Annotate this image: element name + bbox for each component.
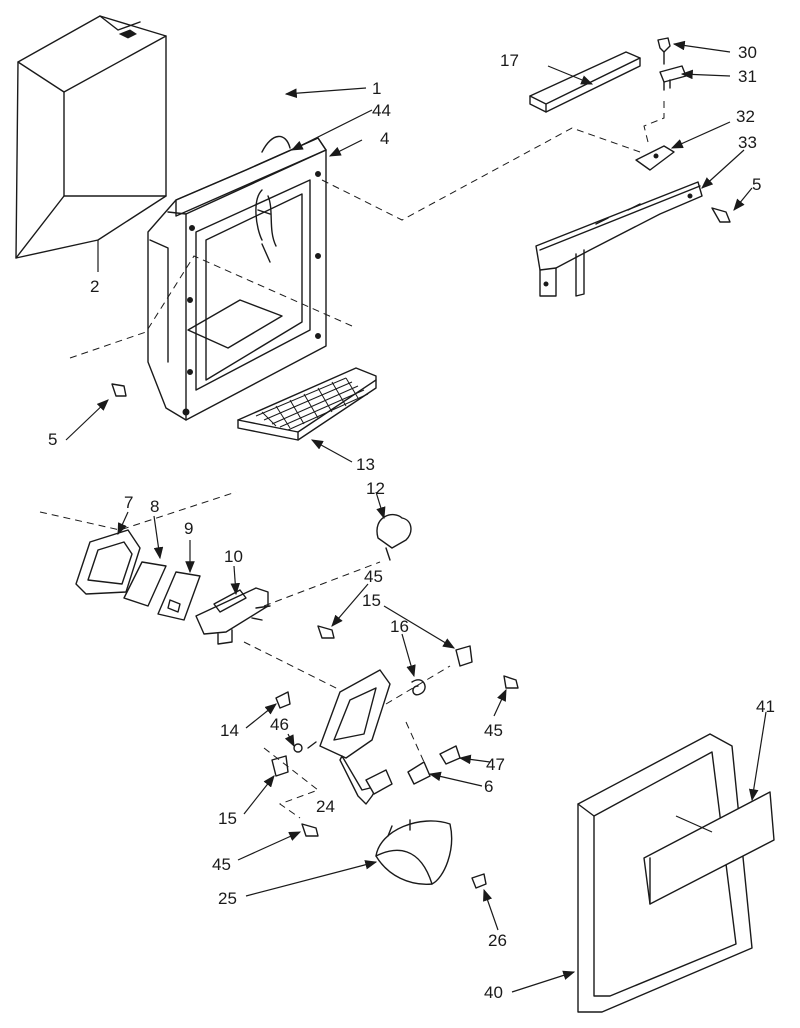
part-label-41: [643, 791, 775, 905]
part-cap-47: [439, 745, 461, 765]
callout-44: 44: [372, 101, 391, 120]
part-screw-30: [657, 37, 671, 65]
callout-labels: 1 2 4 5 5 5 6 7 8 9 10 12 13 14 15 15 16…: [48, 43, 775, 1002]
part-panel-8: [123, 561, 167, 607]
callout-26: 26: [488, 931, 507, 950]
leader-lines: [65, 40, 767, 993]
part-plate-32: [635, 145, 675, 171]
part-screw-5-left: [111, 383, 127, 397]
callout-9: 9: [184, 519, 193, 538]
callout-24: 24: [316, 797, 335, 816]
part-mechanism-10: [195, 587, 271, 645]
part-screw-5-right: [711, 207, 731, 223]
part-bracket-33: [535, 181, 703, 297]
callout-6: 6: [484, 777, 493, 796]
callout-10: 10: [224, 547, 243, 566]
part-housing-4: [147, 135, 327, 421]
callout-16: 16: [390, 617, 409, 636]
callout-41: 41: [756, 697, 775, 716]
callout-13: 13: [356, 455, 375, 474]
part-clip-14: [275, 691, 291, 709]
part-spring-16: [411, 679, 426, 696]
part-cup-25: [375, 819, 453, 885]
part-screw-45-c: [301, 823, 319, 837]
callout-4: 4: [380, 129, 389, 148]
callout-33: 33: [738, 133, 757, 152]
part-bracket-15-right: [455, 645, 473, 667]
callout-46: 46: [270, 715, 289, 734]
callout-32: 32: [736, 107, 755, 126]
part-frame-7: [75, 529, 141, 595]
callout-7: 7: [124, 493, 133, 512]
callout-45-b: 45: [484, 721, 503, 740]
part-pad-6: [407, 761, 431, 785]
part-cover-2: [15, 15, 167, 259]
callout-5-left: 5: [48, 430, 57, 449]
callout-15-left: 15: [218, 809, 237, 828]
part-switch-31: [659, 65, 687, 91]
part-screw-45-b: [503, 675, 519, 689]
callout-17: 17: [500, 51, 519, 70]
part-washer-46: [293, 743, 303, 753]
callout-45-a: 45: [364, 567, 383, 586]
part-bracket-15-left: [271, 755, 289, 777]
callout-2: 2: [90, 277, 99, 296]
callout-12: 12: [366, 479, 385, 498]
part-arm-24: [307, 669, 393, 805]
callout-5-right: 5: [752, 175, 761, 194]
callout-45-c: 45: [212, 855, 231, 874]
callout-31: 31: [738, 67, 757, 86]
part-screw-45-a: [317, 625, 335, 639]
callout-8: 8: [150, 497, 159, 516]
part-panel-9: [157, 571, 201, 621]
part-actuator-12: [376, 513, 412, 561]
assembly-lines: [39, 96, 665, 819]
part-rail-17: [529, 51, 641, 113]
callout-1: 1: [372, 79, 381, 98]
callout-15-right: 15: [362, 591, 381, 610]
part-tray-13: [237, 367, 377, 441]
callout-47: 47: [486, 755, 505, 774]
callout-30: 30: [738, 43, 757, 62]
part-screw-26: [471, 873, 487, 889]
callout-14: 14: [220, 721, 239, 740]
callout-25: 25: [218, 889, 237, 908]
callout-40: 40: [484, 983, 503, 1002]
